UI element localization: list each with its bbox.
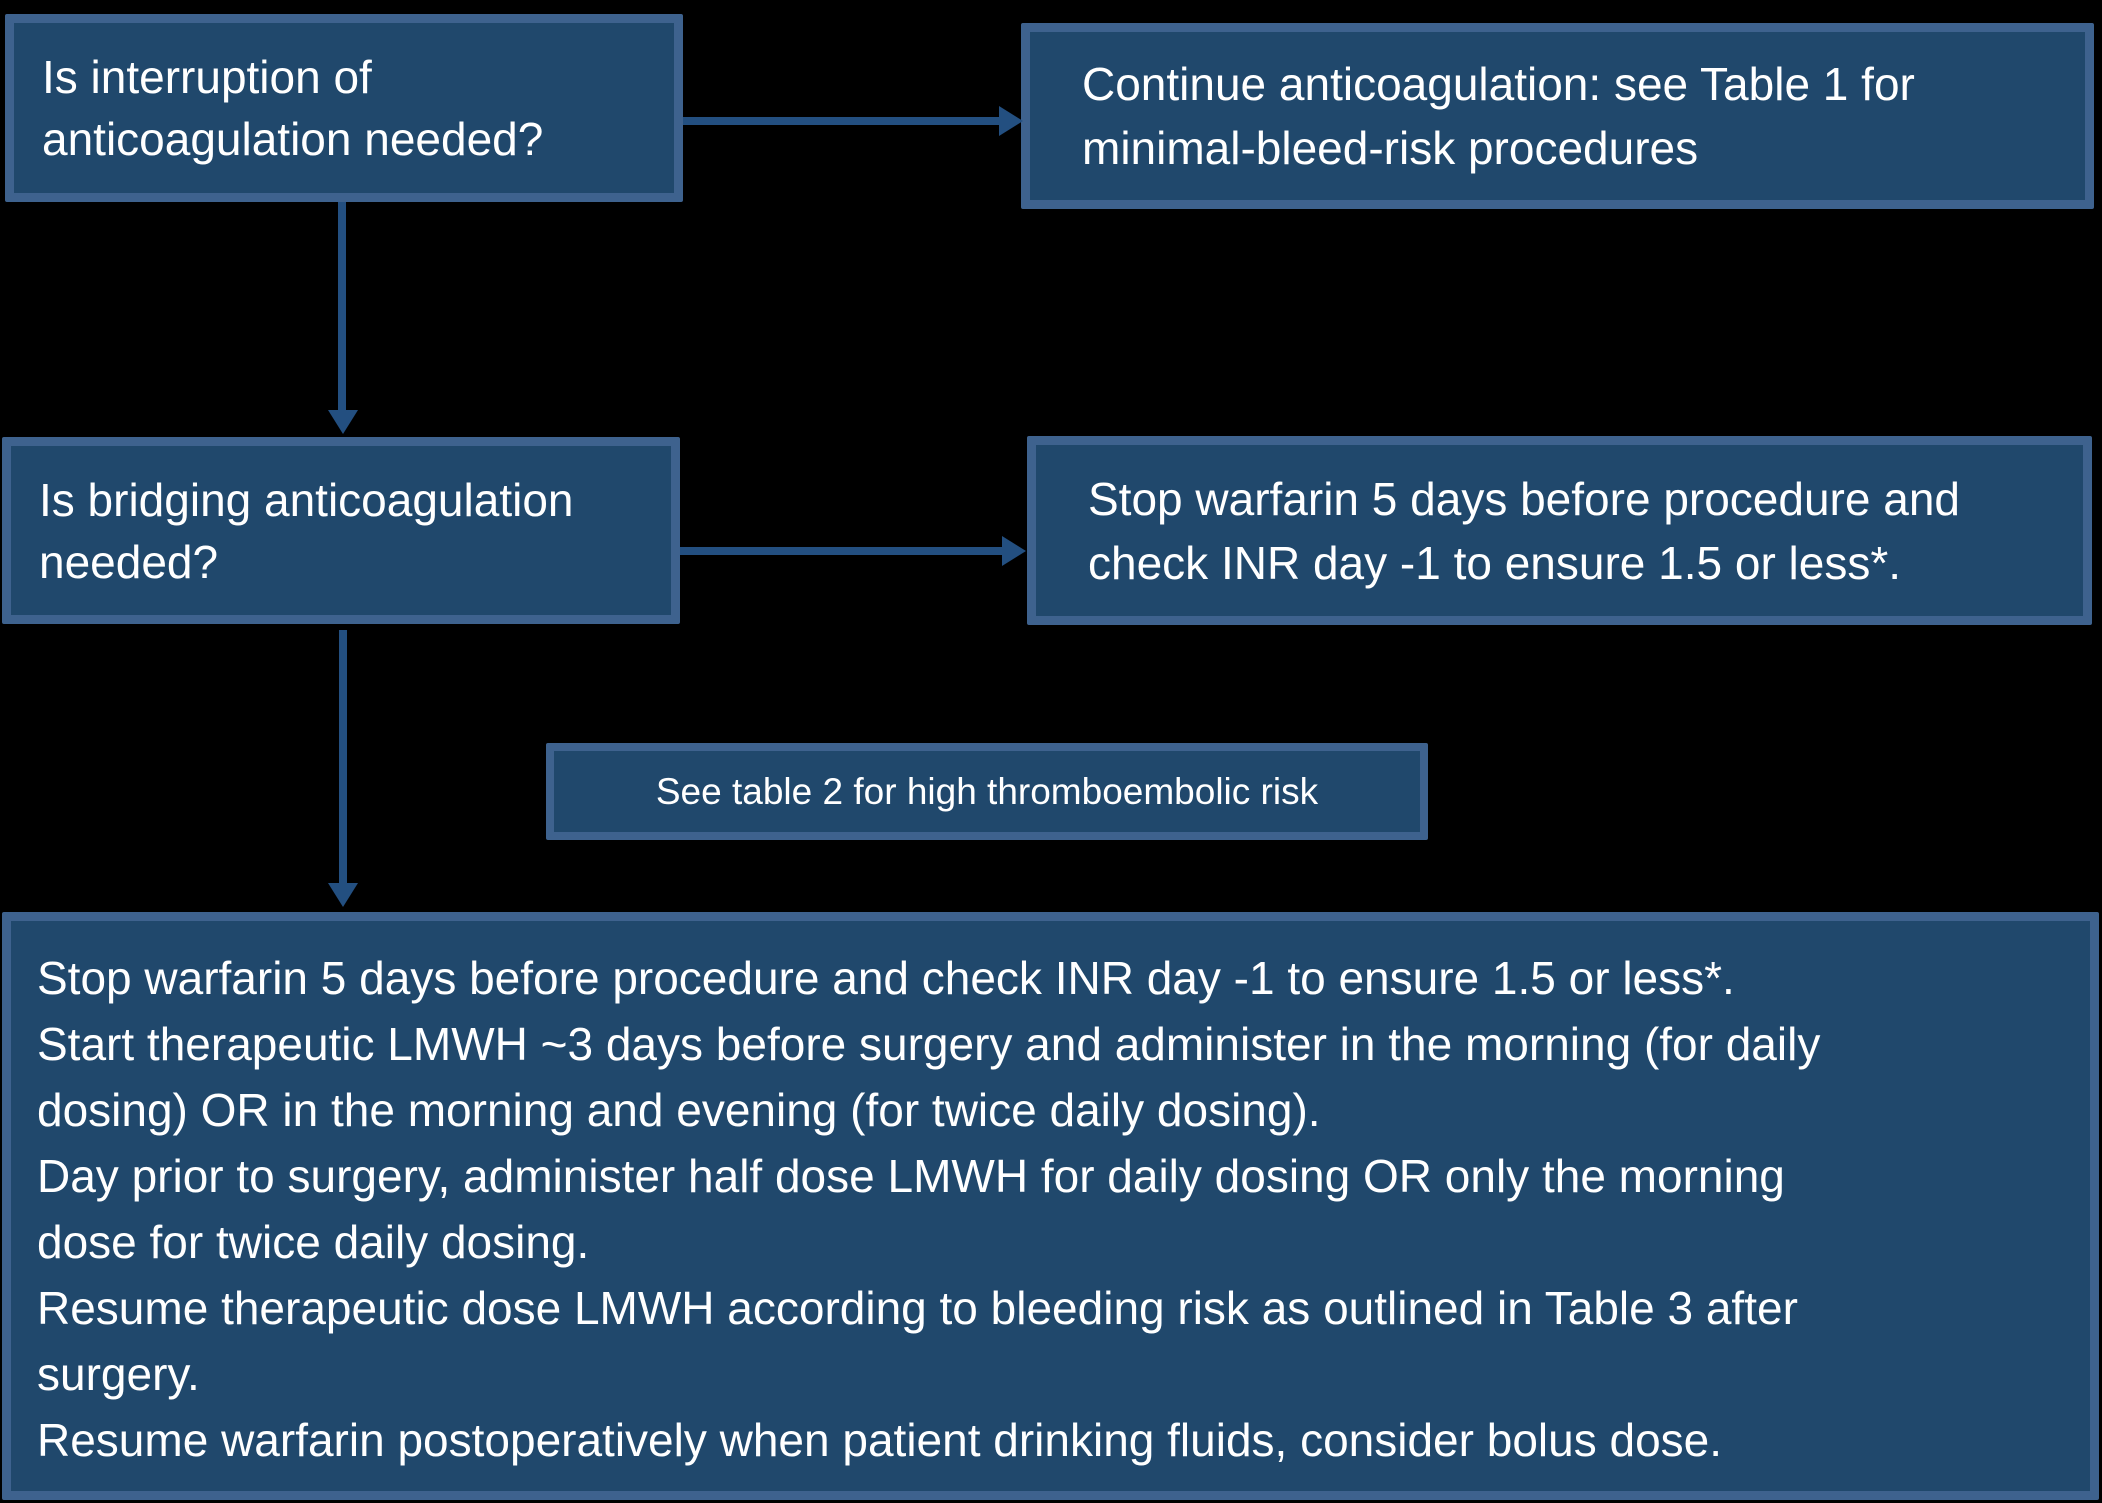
- text-line: needed?: [39, 535, 219, 588]
- text-line: surgery.: [37, 1348, 200, 1400]
- text-line: Resume therapeutic dose LMWH according t…: [37, 1282, 1798, 1334]
- text-line: Stop warfarin 5 days before procedure an…: [1088, 472, 1960, 525]
- text-line: Is interruption of: [42, 51, 372, 103]
- connector-interruption-to-bridging: [338, 202, 346, 411]
- arrowhead-right-icon: [1002, 536, 1026, 566]
- connector-bridging-to-stopwarfarin: [680, 547, 1004, 555]
- arrowhead-down-icon: [328, 883, 358, 907]
- text-line: dosing) OR in the morning and evening (f…: [37, 1084, 1321, 1136]
- node-bridging-protocol: Stop warfarin 5 days before procedure an…: [2, 912, 2099, 1500]
- node-stop-warfarin: Stop warfarin 5 days before procedure an…: [1027, 436, 2092, 625]
- node-continue-anticoagulation: Continue anticoagulation: see Table 1 fo…: [1021, 23, 2094, 209]
- text-line: See table 2 for high thromboembolic risk: [655, 770, 1319, 812]
- text-line: Start therapeutic LMWH ~3 days before su…: [37, 1018, 1821, 1070]
- text-line: anticoagulation needed?: [42, 113, 544, 165]
- connector-interruption-to-continue: [683, 117, 1001, 125]
- text-line: minimal-bleed-risk procedures: [1082, 122, 1699, 174]
- node-see-table2-note: See table 2 for high thromboembolic risk: [546, 743, 1428, 840]
- connector-bridging-to-protocol: [339, 630, 347, 884]
- text-line: check INR day -1 to ensure 1.5 or less*.: [1088, 536, 1902, 589]
- text-line: dose for twice daily dosing.: [37, 1216, 590, 1268]
- text-line: Resume warfarin postoperatively when pat…: [37, 1414, 1723, 1466]
- node-interruption-question: Is interruption of anticoagulation neede…: [5, 14, 683, 202]
- text-line: Continue anticoagulation: see Table 1 fo…: [1082, 58, 1915, 110]
- text-line: Stop warfarin 5 days before procedure an…: [37, 952, 1735, 1004]
- arrowhead-down-icon: [328, 410, 358, 434]
- arrowhead-right-icon: [999, 106, 1023, 136]
- text-line: Day prior to surgery, administer half do…: [37, 1150, 1785, 1202]
- text-line: Is bridging anticoagulation: [39, 473, 574, 526]
- node-bridging-question: Is bridging anticoagulation needed?: [2, 437, 680, 624]
